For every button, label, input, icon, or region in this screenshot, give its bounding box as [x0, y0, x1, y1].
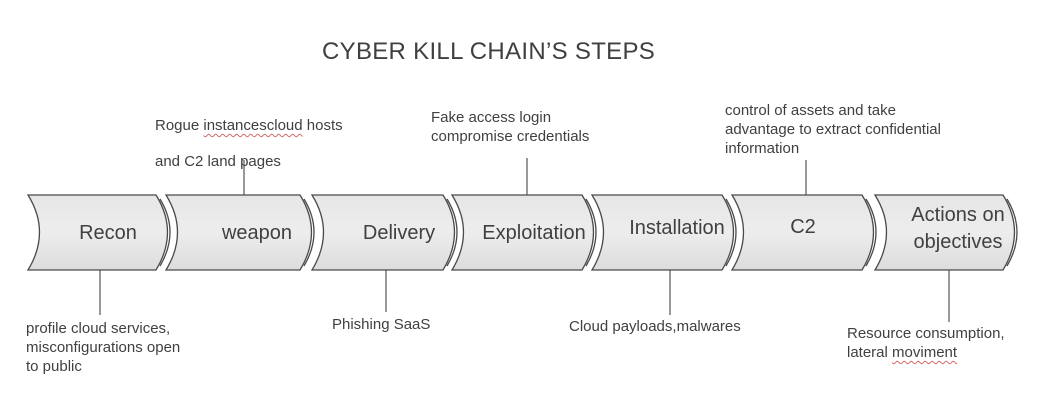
- segment-installation: [590, 194, 735, 271]
- note-c2-line2: advantage to extract confidential: [725, 121, 941, 138]
- note-actions-line2-pre: lateral: [847, 344, 893, 361]
- segment-exploitation: [450, 194, 595, 271]
- segment-delivery: [310, 194, 456, 271]
- note-actions-line2: lateral moviment: [847, 343, 1005, 362]
- note-exploitation: Fake access login compromise credentials: [431, 108, 589, 146]
- note-weapon-line1-pre: Rogue: [155, 117, 204, 134]
- note-actions-line1: Resource consumption,: [847, 325, 1005, 342]
- step-label-recon: Recon: [79, 222, 137, 244]
- note-exploitation-line1: Fake access login: [431, 109, 552, 126]
- note-actions: Resource consumption, lateral moviment: [847, 324, 1005, 362]
- segment-actions: [873, 194, 1016, 271]
- note-c2: control of assets and take advantage to …: [725, 101, 941, 158]
- step-label-delivery: Delivery: [363, 222, 435, 244]
- note-delivery: Phishing SaaS: [332, 315, 430, 334]
- step-label-weapon: weapon: [221, 222, 292, 244]
- note-weapon: Rogue instancescloud hosts and C2 land p…: [155, 108, 343, 180]
- note-c2-line1: control of assets and take: [725, 102, 896, 119]
- note-weapon-line1-wavy: instancescloud: [203, 117, 303, 134]
- step-label-c2: C2: [790, 216, 816, 238]
- note-exploitation-line2: compromise credentials: [431, 128, 590, 145]
- note-installation-line1: Cloud payloads,malwares: [569, 318, 741, 335]
- note-recon-line2: misconfigurations open: [26, 339, 181, 356]
- note-recon-line3: to public: [26, 358, 82, 375]
- segment-c2: [730, 194, 875, 271]
- note-delivery-line1: Phishing SaaS: [332, 316, 431, 333]
- note-recon: profile cloud services, misconfiguration…: [26, 319, 180, 376]
- note-weapon-line1: Rogue instancescloud hosts: [155, 108, 343, 144]
- note-weapon-line2: and C2 land pages: [155, 153, 281, 170]
- step-label-installation: Installation: [629, 217, 725, 239]
- step-label-exploitation: Exploitation: [482, 222, 585, 244]
- connector-lines: [99, 158, 950, 322]
- note-installation: Cloud payloads,malwares: [569, 317, 741, 336]
- step-label-actions-line2: objectives: [914, 231, 1003, 253]
- diagram-title: CYBER KILL CHAIN’S STEPS: [322, 38, 655, 66]
- step-label-actions-line1: Actions on: [911, 204, 1004, 226]
- segment-recon: [26, 194, 169, 271]
- title-text-main: CYBER KILL CHAIN’S STEPS: [322, 38, 656, 65]
- note-c2-line3: information: [725, 140, 800, 157]
- segment-weapon: [164, 194, 313, 271]
- note-recon-line1: profile cloud services,: [26, 320, 171, 337]
- note-weapon-line1-post: hosts: [302, 117, 343, 134]
- note-actions-line2-wavy: moviment: [892, 344, 958, 361]
